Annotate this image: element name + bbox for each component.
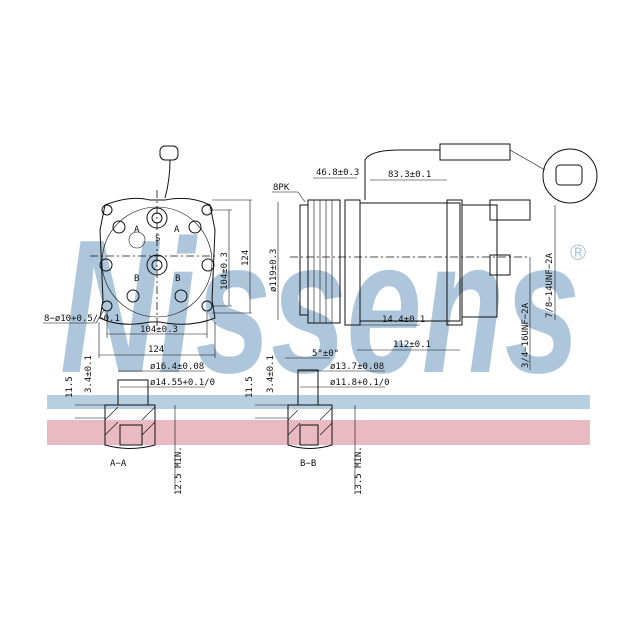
aa-label: A−A	[110, 459, 127, 469]
dim-body: 83.3±0.1	[388, 170, 431, 180]
bb-dim-angle: 5°±0°	[312, 349, 339, 359]
aa-dim-inner: ø14.55+0.1/0	[150, 378, 215, 388]
watermark-registered: ®	[570, 240, 586, 265]
dim-pulley-dia: ø119±0.3	[269, 249, 279, 292]
bb-dim-depth: 3.4±0.1	[266, 355, 276, 393]
aa-dim-min: 12.5 MIN.	[174, 446, 184, 495]
dim-height-inner: 104±0.3	[220, 252, 230, 290]
dim-width-outer: 124	[148, 345, 164, 355]
bb-label: B−B	[300, 459, 316, 469]
hole-spec: 8−ø10+0.5/−0.1	[44, 314, 120, 324]
bb-dim-height: 11.5	[245, 376, 255, 398]
dim-height-outer: 124	[241, 250, 251, 266]
aa-dim-outer: ø16.4±0.08	[150, 362, 204, 372]
dim-width-inner: 104±0.3	[140, 325, 178, 335]
belt-spec: 8PK	[273, 183, 290, 193]
port-a-right: A	[174, 225, 180, 235]
aa-dim-depth: 3.4±0.1	[84, 355, 94, 393]
side-view: 8PK 46.8±0.3 83.3±0.1 ø119±0.3 14.4±0.1 …	[269, 143, 598, 370]
section-aa: 11.5 3.4±0.1 ø16.4±0.08 ø14.55+0.1/0 A−A…	[65, 355, 215, 495]
port-a-left: A	[134, 225, 140, 235]
thread-2: 7/8−14UNF−2A	[545, 252, 555, 318]
dim-pulley-offset: 46.8±0.3	[316, 168, 359, 178]
bb-dim-min: 13.5 MIN.	[354, 446, 364, 495]
aa-dim-height: 11.5	[65, 376, 75, 398]
bb-dim-inner: ø11.8+0.1/0	[330, 378, 390, 388]
front-view: A A S B B 104±0.3 124 104±0.3 124 8−ø10+…	[43, 145, 252, 358]
dim-length: 112±0.1	[393, 340, 431, 350]
thread-1: 3/4−16UNF−2A	[521, 302, 531, 368]
port-s: S	[155, 234, 160, 244]
dim-flange: 14.4±0.1	[382, 315, 425, 325]
bb-dim-outer: ø13.7±0.08	[330, 362, 384, 372]
port-b-left: B	[134, 274, 139, 284]
section-bb: 11.5 3.4±0.1 5°±0° ø13.7±0.08 ø11.8+0.1/…	[245, 349, 390, 495]
port-b-right: B	[175, 274, 180, 284]
